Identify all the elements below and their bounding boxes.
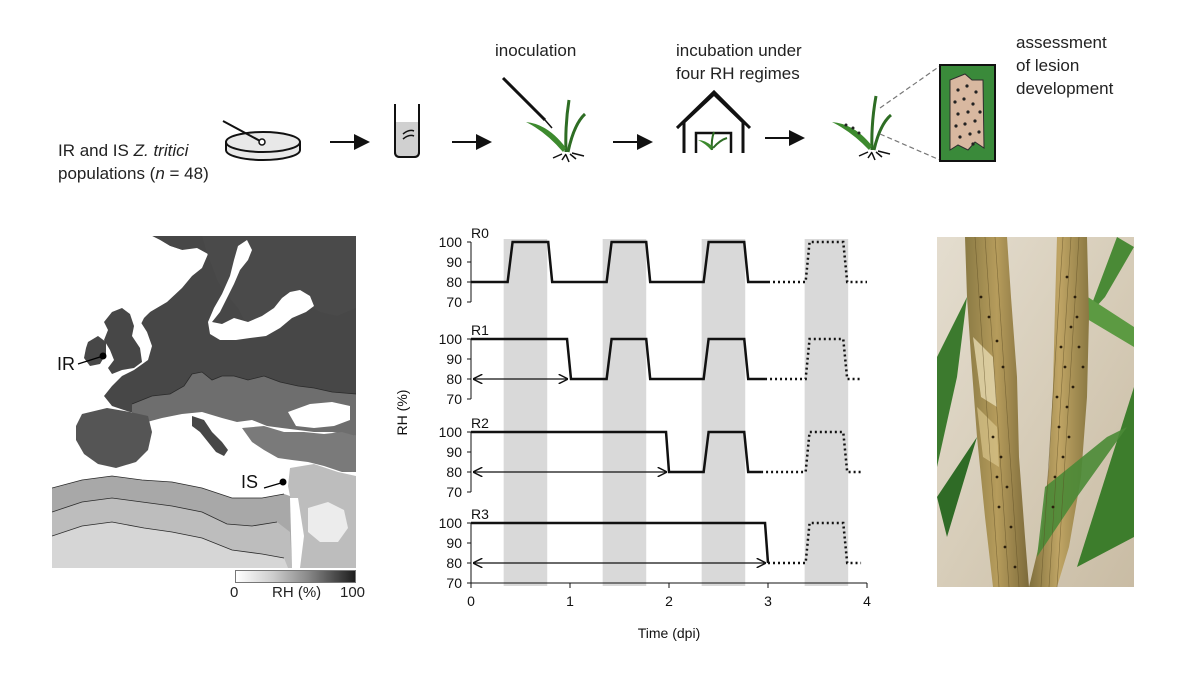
- y-tick-label-R2-100: 100: [439, 424, 463, 440]
- y-axis-title: RH (%): [394, 390, 410, 436]
- scale-min-label: 0: [230, 584, 239, 601]
- y-tick-label-R2-90: 90: [446, 444, 462, 460]
- y-tick-label-R3-90: 90: [446, 535, 462, 551]
- panel-label-R3: R3: [471, 506, 489, 522]
- scale-max-label: 100: [340, 584, 366, 601]
- petri-dish-icon: [222, 120, 301, 161]
- workflow-illustration: [222, 64, 996, 163]
- y-tick-label-R0-70: 70: [446, 294, 462, 310]
- incubation-label: incubation under four RH regimes: [676, 41, 802, 83]
- y-tick-label-R3-80: 80: [446, 555, 462, 571]
- y-tick-label-R3-70: 70: [446, 575, 462, 591]
- ir-location-marker: [99, 352, 107, 360]
- series-dotted-R3: [768, 521, 862, 565]
- series-solid-R3: [471, 521, 770, 564]
- inoculation-label: inoculation: [495, 41, 577, 60]
- y-tick-label-R0-90: 90: [446, 254, 462, 270]
- lesion-closeup-icon: [939, 64, 996, 162]
- series-dotted-R0: [768, 240, 867, 284]
- shaded-period-2: [701, 239, 746, 586]
- series-solid-R2: [471, 430, 762, 474]
- scale-title: RH (%): [272, 584, 322, 601]
- x-tick-label-1: 1: [566, 593, 574, 609]
- y-tick-label-R2-70: 70: [446, 484, 462, 500]
- y-tick-label-R3-100: 100: [439, 515, 463, 531]
- x-tick-label-2: 2: [665, 593, 673, 609]
- diseased-plant-icon: [832, 95, 893, 161]
- wheat-leaf-photo: [937, 237, 1134, 587]
- panel-label-R0: R0: [471, 225, 489, 241]
- x-tick-label-4: 4: [863, 593, 871, 609]
- y-tick-label-R0-100: 100: [439, 234, 463, 250]
- europe-rh-map: [52, 236, 356, 568]
- shaded-period-1: [602, 239, 647, 586]
- y-tick-label-R0-80: 80: [446, 274, 462, 290]
- series-dotted-R1: [765, 337, 862, 381]
- series-dotted-R2: [761, 430, 862, 474]
- greenhouse-icon: [675, 89, 752, 153]
- y-tick-label-R1-100: 100: [439, 331, 463, 347]
- panel-label-R2: R2: [471, 415, 489, 431]
- x-tick-label-3: 3: [764, 593, 772, 609]
- inoculation-plant-icon: [501, 76, 587, 163]
- y-tick-label-R1-90: 90: [446, 351, 462, 367]
- y-tick-label-R2-80: 80: [446, 464, 462, 480]
- populations-label: IR and IS Z. tritici populations (n = 48…: [58, 141, 209, 183]
- y-tick-label-R1-80: 80: [446, 371, 462, 387]
- y-tick-label-R1-70: 70: [446, 391, 462, 407]
- series-solid-R0: [471, 240, 768, 284]
- rh-colour-scale: [235, 570, 356, 583]
- series-solid-R1: [471, 337, 766, 381]
- is-location-marker: [279, 478, 287, 486]
- x-tick-label-0: 0: [467, 593, 475, 609]
- panel-label-R1: R1: [471, 322, 489, 338]
- shaded-period-0: [503, 239, 548, 586]
- test-tube-icon: [394, 104, 420, 158]
- assessment-label: assessment of lesion development: [1016, 33, 1114, 98]
- is-label: IS: [241, 472, 259, 492]
- x-axis-title: Time (dpi): [638, 625, 701, 641]
- shaded-period-3: [804, 239, 849, 586]
- ir-label: IR: [57, 354, 75, 374]
